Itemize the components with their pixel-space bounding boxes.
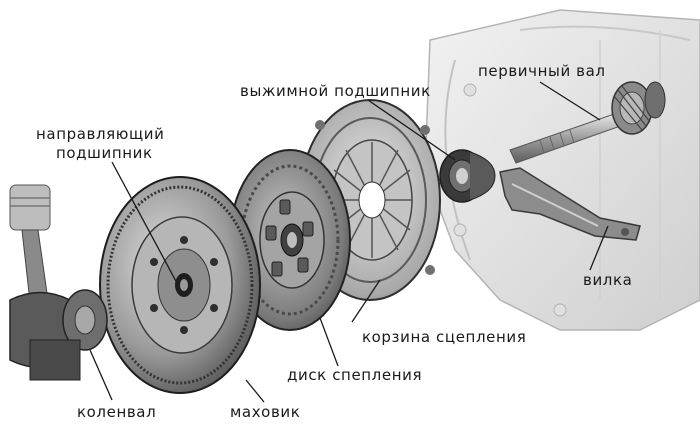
label-crankshaft: коленвал <box>77 403 157 421</box>
leader-lines <box>89 81 609 403</box>
label-pilot-bearing-1: направляющий <box>36 125 165 143</box>
label-fork: вилка <box>583 271 633 289</box>
leader-input-shaft <box>539 81 601 121</box>
flywheel <box>99 176 261 394</box>
leader-pilot-bearing <box>111 161 179 286</box>
leader-crankshaft <box>89 349 113 401</box>
release-fork <box>499 167 641 241</box>
label-pilot-bearing-2: подшипник <box>56 144 153 162</box>
leader-release-bearing <box>367 99 456 161</box>
label-pressure-plate: корзина сцепления <box>362 328 527 346</box>
label-input-shaft: первичный вал <box>478 62 606 80</box>
crankshaft <box>9 184 108 381</box>
leader-flywheel <box>245 379 265 403</box>
label-clutch-disc: диск спепления <box>287 366 423 384</box>
leader-fork <box>589 225 609 271</box>
label-release-bearing: выжимной подшипник <box>240 82 431 100</box>
leader-clutch-disc <box>319 317 339 367</box>
input-shaft <box>509 81 666 164</box>
label-flywheel: маховик <box>230 403 301 421</box>
leader-pressure-plate <box>351 279 381 323</box>
release-bearing <box>439 149 496 203</box>
